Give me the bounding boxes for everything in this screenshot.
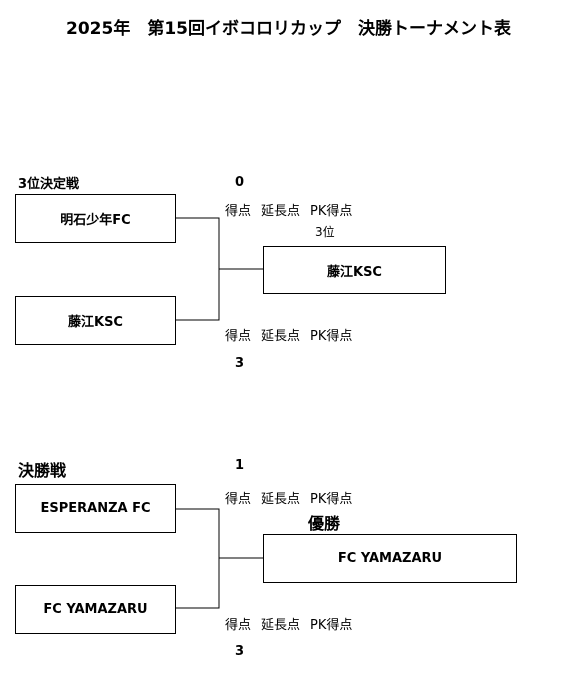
final-winner-box: FC YAMAZARU: [263, 534, 517, 583]
third-place-score-labels-bottom: 得点延長点 PK得点: [225, 325, 362, 344]
score-label: 延長点: [261, 492, 301, 507]
score-label: PK得点: [310, 618, 353, 633]
score-label: PK得点: [310, 204, 353, 219]
score-label: PK得点: [310, 492, 353, 507]
bracket-line-third-bottom: [175, 269, 220, 321]
final-team-top: ESPERANZA FC: [15, 484, 176, 533]
score-label: 延長点: [261, 618, 301, 633]
third-place-result-label: 3位: [315, 225, 335, 239]
score-label: 得点: [225, 618, 252, 633]
third-place-team-top: 明石少年FC: [15, 194, 176, 243]
third-place-score-bottom: 3: [235, 356, 245, 371]
bracket-line-final-top: [175, 508, 220, 558]
final-score-labels-top: 得点延長点 PK得点: [225, 488, 362, 507]
page-title: 2025年 第15回イボコロリカップ 決勝トーナメント表: [66, 19, 511, 39]
score-label: 延長点: [261, 204, 301, 219]
third-place-label: 3位決定戦: [18, 177, 80, 192]
score-label: 延長点: [261, 329, 301, 344]
final-score-labels-bottom: 得点延長点 PK得点: [225, 614, 362, 633]
final-label: 決勝戦: [18, 461, 67, 480]
final-score-top: 1: [235, 458, 245, 473]
score-label: 得点: [225, 492, 252, 507]
third-place-score-labels-top: 得点延長点 PK得点: [225, 200, 362, 219]
bracket-line-final-bottom: [175, 558, 220, 609]
bracket-line-third-top: [175, 217, 220, 269]
final-result-label: 優勝: [308, 514, 341, 533]
final-team-bottom: FC YAMAZARU: [15, 585, 176, 634]
third-place-winner-box: 藤江KSC: [263, 246, 446, 294]
final-score-bottom: 3: [235, 644, 245, 659]
score-label: PK得点: [310, 329, 353, 344]
third-place-team-bottom: 藤江KSC: [15, 296, 176, 345]
third-place-score-top: 0: [235, 175, 245, 190]
score-label: 得点: [225, 204, 252, 219]
score-label: 得点: [225, 329, 252, 344]
